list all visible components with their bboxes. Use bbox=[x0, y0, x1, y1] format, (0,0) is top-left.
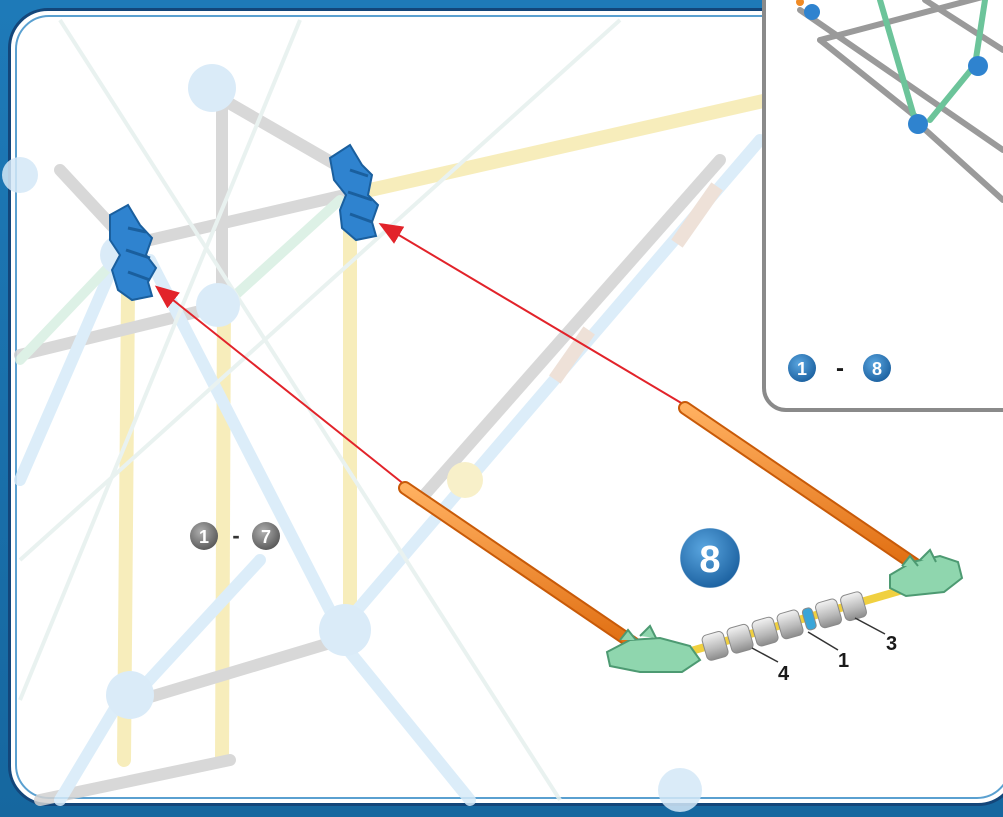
ghost-rod-yellow-4 bbox=[363, 88, 797, 197]
blue-connector-right bbox=[328, 143, 380, 242]
main-step-number: 8 bbox=[699, 539, 720, 581]
inset-rod-grey-2 bbox=[817, 37, 923, 123]
inset-step-from: 1 bbox=[797, 359, 807, 379]
ghost-rod-green-1 bbox=[15, 250, 125, 365]
inset-frame bbox=[762, 0, 1003, 412]
step-ball-from bbox=[190, 522, 218, 550]
spacer-5 bbox=[815, 598, 842, 629]
spacer-group bbox=[701, 591, 867, 661]
callout-label-1: 1 bbox=[838, 650, 849, 672]
ghost-rod-blue-1 bbox=[14, 244, 126, 486]
ghost-rod-green-2 bbox=[225, 195, 345, 305]
inset-structure bbox=[796, 0, 1003, 203]
callout-label-3: 3 bbox=[886, 633, 897, 655]
arrow-to-left-connector bbox=[154, 285, 406, 486]
previous-steps-dash: - bbox=[232, 523, 239, 548]
inset-rod-green-2 bbox=[927, 62, 978, 123]
spacer-6 bbox=[840, 591, 867, 622]
inset-connector-3 bbox=[968, 56, 988, 76]
ghost-line-1 bbox=[18, 18, 622, 562]
ghost-rod-grey-8 bbox=[414, 154, 726, 506]
inset-step-to: 8 bbox=[872, 359, 882, 379]
previous-steps-to: 7 bbox=[261, 527, 271, 547]
arrow-to-right-connector bbox=[378, 222, 689, 408]
inset-orange-end bbox=[796, 0, 804, 6]
axle-assembly bbox=[658, 581, 922, 664]
callout-line-4 bbox=[751, 647, 779, 663]
callout-label-4: 4 bbox=[778, 663, 790, 685]
inset-rod-green-1 bbox=[877, 0, 918, 123]
ghost-connector-5 bbox=[106, 671, 154, 719]
ghost-connector-6 bbox=[658, 768, 702, 812]
inset-rod-grey-4 bbox=[917, 122, 1003, 203]
ghost-rod-blue-4 bbox=[134, 554, 266, 696]
ghost-clip-2 bbox=[549, 326, 595, 384]
ghost-connector-4 bbox=[319, 604, 371, 656]
ghost-rod-grey-7 bbox=[34, 754, 236, 806]
blue-connector-left bbox=[109, 203, 158, 302]
ghost-connector-3 bbox=[196, 283, 240, 327]
green-clip-left bbox=[605, 624, 702, 673]
inset-rod-grey-5 bbox=[922, 0, 1003, 53]
ghost-rod-blue-6 bbox=[54, 694, 126, 806]
spacer-3 bbox=[751, 616, 779, 647]
inset-rod-grey-3 bbox=[817, 0, 983, 43]
ghost-connector-yellow bbox=[447, 462, 483, 498]
ghost-rod-blue-5 bbox=[334, 634, 476, 806]
ghost-rod-blue-2 bbox=[144, 254, 346, 636]
inset-ball-from bbox=[788, 354, 816, 382]
ghost-rod-yellow-2 bbox=[215, 293, 231, 767]
callout-line-3 bbox=[854, 617, 886, 635]
ghost-connector-7 bbox=[2, 157, 38, 193]
inset-ball-to bbox=[863, 354, 891, 382]
inset-panel: 1 - 8 bbox=[762, 0, 1003, 412]
inset-step-dash: - bbox=[836, 355, 844, 382]
spacer-1 bbox=[701, 631, 729, 661]
orange-rod-left bbox=[398, 481, 647, 655]
orange-rod-right bbox=[678, 401, 927, 575]
green-clip-right bbox=[889, 548, 964, 598]
inset-rod-green-3 bbox=[972, 0, 988, 68]
main-step-badge: 8 bbox=[679, 527, 741, 589]
inset-connector-1 bbox=[804, 4, 820, 20]
inset-connector-2 bbox=[908, 114, 928, 134]
ghost-structure bbox=[2, 18, 797, 812]
callout-line-1 bbox=[807, 631, 839, 651]
ghost-rod-grey-6 bbox=[134, 634, 346, 706]
ghost-clip-1 bbox=[671, 182, 723, 248]
previous-steps-from: 1 bbox=[199, 527, 209, 547]
previous-steps-badge: 1 - 7 bbox=[190, 522, 280, 550]
ghost-line-3 bbox=[18, 19, 302, 701]
ghost-connector-1 bbox=[188, 64, 236, 112]
step-ball-to bbox=[252, 522, 280, 550]
spacer-4 bbox=[776, 609, 804, 640]
blue-spacer bbox=[801, 607, 817, 631]
spacer-2 bbox=[726, 623, 754, 654]
ghost-rod-grey-2 bbox=[209, 89, 351, 176]
ghost-rod-grey-3 bbox=[144, 189, 351, 246]
